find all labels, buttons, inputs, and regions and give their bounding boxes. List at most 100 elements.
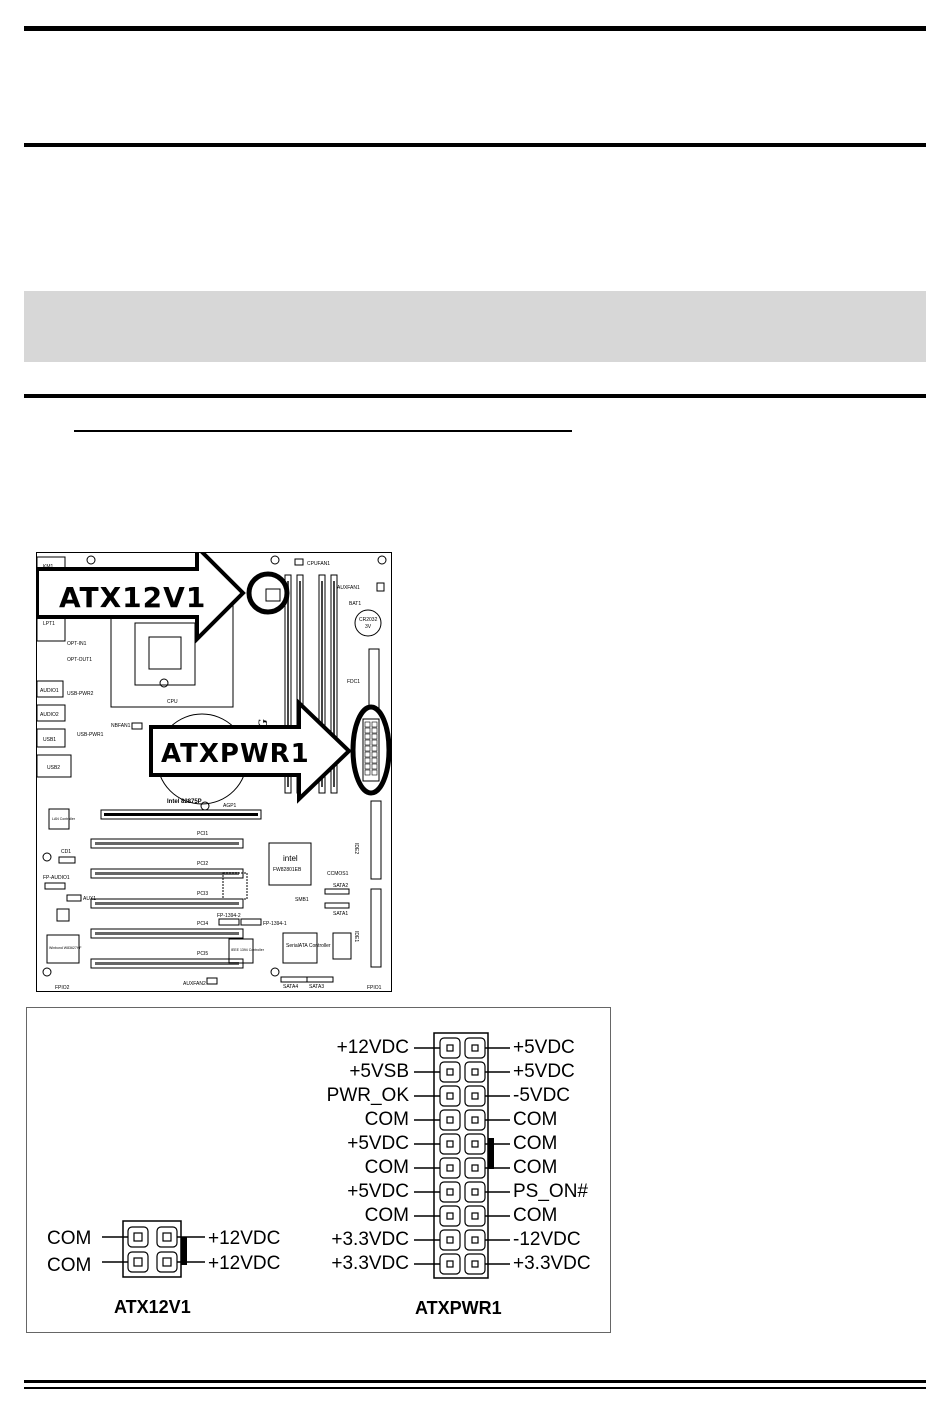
- atxpwr1-pin-inner: [471, 1188, 479, 1196]
- atx12v-pin-inner: [162, 1257, 172, 1267]
- atxpwr1-caption: ATXPWR1: [415, 1298, 502, 1318]
- fpio2-label: FPIO2: [55, 985, 70, 991]
- fp-1394-2-label: FP-1394-2: [217, 913, 241, 919]
- nbfan1-label: NBFAN1: [111, 723, 131, 729]
- agp1-slot: [100, 809, 262, 820]
- atxpwr1-pin-inner: [446, 1188, 454, 1196]
- atxpwr1-left-pin-9: +3.3VDC: [331, 1229, 409, 1250]
- atxpwr1-pin-inner: [446, 1260, 454, 1268]
- dimm-slot-center: [299, 581, 301, 787]
- intel-chip-label: intel: [283, 854, 298, 863]
- atxpwr1-left-pin-7: +5VDC: [347, 1181, 409, 1202]
- cpu-socket: [134, 622, 196, 686]
- atxpwr1-left-pin-3: PWR_OK: [326, 1085, 409, 1106]
- atxpwr1-pin-inner: [446, 1164, 454, 1172]
- sata1-connector: [324, 902, 350, 909]
- atxpwr1-right-pin-5: COM: [513, 1133, 558, 1154]
- cpu-label: CPU: [167, 699, 178, 705]
- fpio1-label: FPIO1: [367, 985, 382, 991]
- top-rule: [24, 26, 926, 31]
- fdc1-label: FDC1: [347, 679, 360, 685]
- atxpwr1-right-pin-1: +5VDC: [513, 1037, 575, 1058]
- audio1-label: AUDIO1: [40, 688, 59, 694]
- ide2-label: IDE2: [353, 843, 359, 854]
- atxpwr1-right-pin-7: PS_ON#: [513, 1181, 588, 1202]
- mount-hole: [42, 967, 52, 977]
- pci3-slot-pins: [95, 902, 239, 905]
- lpt1-label: LPT1: [43, 621, 55, 627]
- atx12v-pin-inner: [133, 1232, 143, 1242]
- auxfan1-label: AUXFAN1: [337, 585, 360, 591]
- mount-hole: [159, 678, 169, 688]
- pci2-slot-pins: [95, 872, 239, 875]
- lan-controller: [48, 808, 70, 830]
- atxpwr1-pin: [439, 1157, 461, 1179]
- atx12v-left-pin-1: COM: [47, 1228, 92, 1249]
- section-rule: [24, 143, 926, 147]
- atxpwr1-left-pin-1: +12VDC: [336, 1037, 409, 1058]
- pci4-slot: [90, 928, 244, 939]
- atxpwr1-left-pin-2: +5VSB: [349, 1061, 409, 1082]
- ieee1394-controller: [228, 938, 254, 964]
- chipset-label: Intel 82875P: [167, 799, 202, 805]
- opt-in1-label: OPT-IN1: [67, 641, 87, 647]
- battery-voltage: 3V: [365, 624, 372, 630]
- pci1-slot-pins: [95, 842, 239, 845]
- dimm-slot: [318, 574, 326, 794]
- atxpwr1-pin: [439, 1085, 461, 1107]
- atx12v-caption: ATX12V1: [114, 1297, 191, 1317]
- cpufan1-header: [294, 558, 304, 566]
- shaded-heading-bar: [24, 291, 926, 362]
- dimm-slot-center: [287, 581, 289, 787]
- usb1-port: [37, 728, 66, 748]
- atxpwr1-left-pin-10: +3.3VDC: [331, 1253, 409, 1274]
- atxpwr1-pin: [439, 1253, 461, 1275]
- atxpwr1-connector-board: [362, 718, 380, 782]
- pwm-chip: [332, 932, 352, 960]
- pci3-label: PCI3: [197, 891, 208, 897]
- atxpwr1-left-pin-8: COM: [364, 1205, 409, 1226]
- atxpwr1-right-pin-6: COM: [513, 1157, 558, 1178]
- atxpwr1-pins-board: [364, 721, 378, 776]
- lan-label: LAN Controller: [52, 817, 76, 821]
- atxpwr1-pin: [464, 1085, 486, 1107]
- winbond-label: Winbond W83627HF: [49, 946, 82, 950]
- auxfan2-label: AUXFAN2: [183, 981, 206, 987]
- ccmos1-label: CCMOS1: [327, 871, 349, 877]
- atxpwr1-pin: [464, 1229, 486, 1251]
- fp-audio1-header: [44, 882, 66, 890]
- intel-ich-chip: [268, 842, 312, 886]
- atxpwr1-right-pin-9: -12VDC: [513, 1229, 581, 1250]
- atxpwr1-pin-inner: [446, 1044, 454, 1052]
- atx12v-left-pin-2: COM: [47, 1255, 92, 1276]
- atxpwr1-pins: [439, 1037, 486, 1275]
- atx12v-latch: [181, 1237, 187, 1265]
- pci3-slot: [90, 898, 244, 909]
- pin-assignment-panel: COM COM +12VDC +12VDC ATX12V1 +12VDC+5VS…: [26, 1007, 611, 1333]
- sata3-connector: [306, 976, 334, 983]
- atxpwr1-right-pin-2: +5VDC: [513, 1061, 575, 1082]
- subsection-rule: [24, 394, 926, 398]
- opt-out1-label: OPT-OUT1: [67, 657, 92, 663]
- usb2-label: USB2: [47, 765, 60, 771]
- ide2-connector: [370, 800, 382, 880]
- bat1-label: BAT1: [349, 601, 361, 607]
- fp-1394-1-header: [240, 918, 262, 926]
- dimm-slot: [330, 574, 338, 794]
- atxpwr1-pin: [439, 1109, 461, 1131]
- atx12v-right-pin-1: +12VDC: [208, 1228, 281, 1249]
- pci5-label: PCI5: [197, 951, 208, 957]
- audio-codec: [56, 908, 70, 922]
- motherboard-drawing: KM1 LPT1 OPT-IN1 OPT-OUT1 AUDIO1 USB-PWR…: [37, 553, 391, 991]
- atxpwr1-pin: [464, 1133, 486, 1155]
- atxpwr1-pin: [464, 1037, 486, 1059]
- mount-hole: [86, 555, 96, 565]
- front-panel-headers: [222, 872, 248, 900]
- atx12v-connector-board: [265, 588, 281, 602]
- atxpwr1-connector: [433, 1032, 489, 1279]
- pci1-slot: [90, 838, 244, 849]
- usb1-label: USB1: [43, 737, 56, 743]
- atxpwr1-pin: [439, 1037, 461, 1059]
- winbond-chip: [46, 934, 80, 964]
- sata3-label: SATA3: [309, 984, 324, 990]
